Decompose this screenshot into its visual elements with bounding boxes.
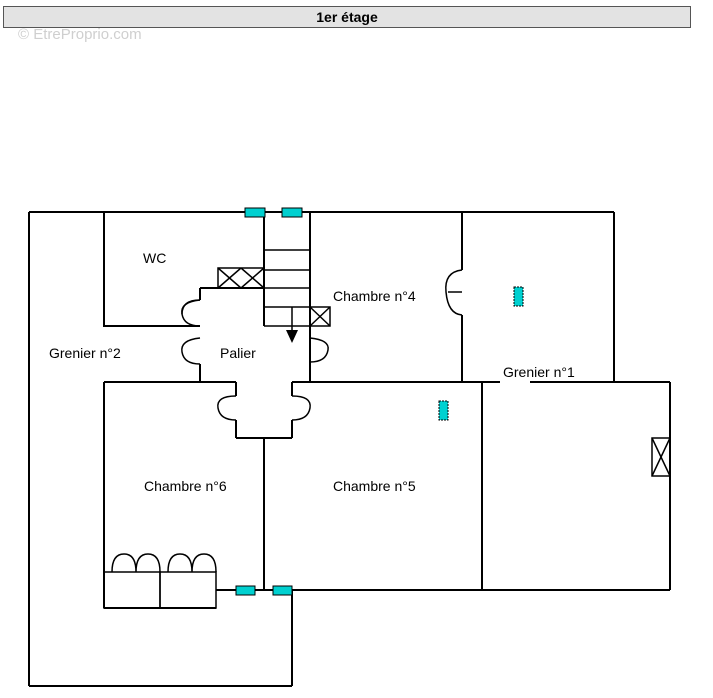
room-label-chambre-4: Chambre n°4 [333,288,416,304]
radiator-icon [111,553,217,573]
window-icon [235,207,524,596]
room-label-grenier-1: Grenier n°1 [503,364,575,380]
room-label-palier: Palier [220,345,256,361]
room-label-chambre-6: Chambre n°6 [144,478,227,494]
door-icon [181,269,463,421]
room-label-wc: WC [143,250,166,266]
walls [28,211,671,687]
room-label-chambre-5: Chambre n°5 [333,478,416,494]
room-label-grenier-2: Grenier n°2 [49,345,121,361]
stair-arrow-icon [286,307,298,343]
watermark: © EtreProprio.com [18,26,142,43]
chimney-icon [217,267,671,477]
page-title: 1er étage [3,6,691,28]
